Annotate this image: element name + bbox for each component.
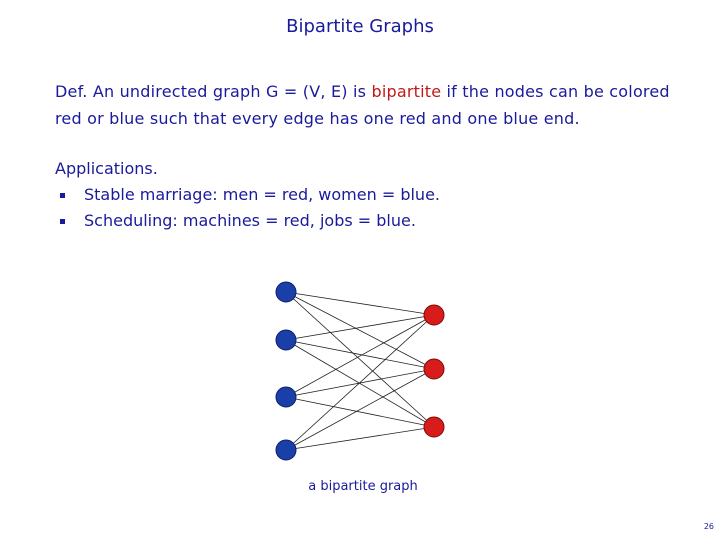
blue-node — [275, 281, 297, 303]
definition-text-start: An undirected graph G = (V, E) is — [87, 82, 372, 101]
definition-label: Def. — [55, 82, 88, 101]
graph-edge — [285, 426, 435, 451]
applications-heading: Applications. — [55, 159, 158, 178]
red-nodes — [423, 304, 445, 438]
graph-edge — [285, 339, 435, 370]
definition-paragraph: Def. An undirected graph G = (V, E) is b… — [55, 78, 695, 132]
applications-section: Applications. Stable marriage: men = red… — [55, 156, 675, 234]
graph-edge — [285, 396, 435, 428]
graph-edges — [285, 291, 435, 451]
list-item: Scheduling: machines = red, jobs = blue. — [55, 208, 675, 234]
blue-node — [275, 439, 297, 461]
blue-nodes — [275, 281, 297, 461]
definition-text-end: if the nodes can be colored red or blue … — [55, 82, 670, 128]
red-node — [423, 358, 445, 380]
list-item-text: Scheduling: machines = red, jobs = blue. — [84, 211, 416, 230]
graph-edge — [285, 291, 435, 370]
page-number: 26 — [703, 522, 714, 531]
list-item-text: Stable marriage: men = red, women = blue… — [84, 185, 440, 204]
square-bullet-icon — [60, 193, 65, 198]
graph-edge — [285, 291, 435, 428]
figure-caption: a bipartite graph — [308, 479, 418, 494]
square-bullet-icon — [60, 219, 65, 224]
blue-node — [275, 386, 297, 408]
list-item: Stable marriage: men = red, women = blue… — [55, 182, 675, 208]
red-node — [423, 304, 445, 326]
graph-edge — [285, 314, 435, 451]
definition-term: bipartite — [371, 82, 442, 101]
blue-node — [275, 329, 297, 351]
red-node — [423, 416, 445, 438]
graph-edge — [285, 314, 435, 398]
graph-edge — [285, 314, 435, 341]
slide-title: Bipartite Graphs — [286, 16, 434, 37]
graph-edge — [285, 339, 435, 428]
graph-edge — [285, 291, 435, 316]
applications-list: Stable marriage: men = red, women = blue… — [55, 182, 675, 234]
bipartite-graph-figure — [275, 281, 445, 461]
graph-edge — [285, 368, 435, 451]
